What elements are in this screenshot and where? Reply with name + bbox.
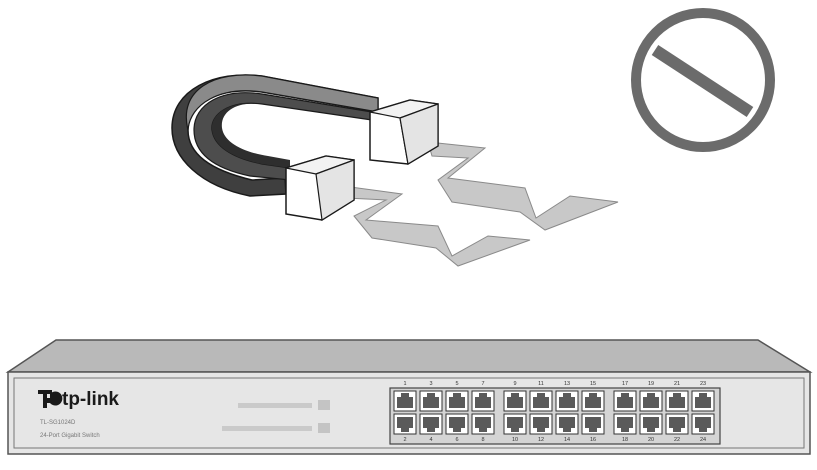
port-number-bottom: 2 [403, 437, 406, 443]
ethernet-port [445, 390, 469, 412]
ethernet-port [555, 413, 579, 435]
port-number-top: 21 [674, 381, 680, 387]
ethernet-port [613, 413, 637, 435]
port-number-top: 23 [700, 381, 706, 387]
port-number-top: 17 [622, 381, 628, 387]
brand-name: tp-link [62, 389, 119, 410]
ethernet-port [581, 413, 605, 435]
port-number-bottom: 20 [648, 437, 654, 443]
port-number-bottom: 6 [455, 437, 458, 443]
tp-link-logo-icon [38, 390, 63, 408]
port-panel [389, 387, 721, 445]
ethernet-port [503, 413, 527, 435]
port-number-bottom: 22 [674, 437, 680, 443]
network-switch-icon: tp-link TL-SG1024D 24-Port Gigabit Switc… [5, 339, 813, 455]
horseshoe-magnet-icon [171, 74, 439, 222]
port-number-bottom: 18 [622, 437, 628, 443]
port-number-bottom: 4 [429, 437, 432, 443]
ethernet-port [393, 413, 417, 435]
port-number-bottom: 24 [700, 437, 706, 443]
ethernet-port [503, 390, 527, 412]
port-number-bottom: 8 [481, 437, 484, 443]
ethernet-port [665, 390, 689, 412]
model-description: 24-Port Gigabit Switch [40, 433, 100, 439]
ethernet-port [471, 390, 495, 412]
ethernet-port [665, 413, 689, 435]
port-number-top: 1 [403, 381, 406, 387]
port-number-top: 19 [648, 381, 654, 387]
port-number-bottom: 10 [512, 437, 518, 443]
port-number-bottom: 12 [538, 437, 544, 443]
port-number-bottom: 14 [564, 437, 570, 443]
port-number-top: 3 [429, 381, 432, 387]
led-indicators [222, 400, 330, 433]
prohibited-sign-icon [631, 8, 775, 152]
ethernet-port [639, 413, 663, 435]
port-number-top: 9 [513, 381, 516, 387]
ethernet-port [393, 390, 417, 412]
model-number: TL-SG1024D [40, 420, 76, 426]
port-number-top: 11 [538, 381, 544, 387]
ethernet-port [529, 390, 553, 412]
port-array [393, 390, 715, 435]
ethernet-port [529, 413, 553, 435]
ethernet-port [639, 390, 663, 412]
port-number-top: 7 [481, 381, 484, 387]
ethernet-port [471, 413, 495, 435]
ethernet-port [691, 390, 715, 412]
ethernet-port [419, 390, 443, 412]
port-number-top: 13 [564, 381, 570, 387]
port-number-top: 15 [590, 381, 596, 387]
ethernet-port [613, 390, 637, 412]
ethernet-port [445, 413, 469, 435]
ethernet-port [555, 390, 579, 412]
port-number-top: 5 [455, 381, 458, 387]
ethernet-port [691, 413, 715, 435]
port-number-bottom: 16 [590, 437, 596, 443]
ethernet-port [581, 390, 605, 412]
ethernet-port [419, 413, 443, 435]
magnetic-field-lightning-icon [342, 141, 619, 267]
